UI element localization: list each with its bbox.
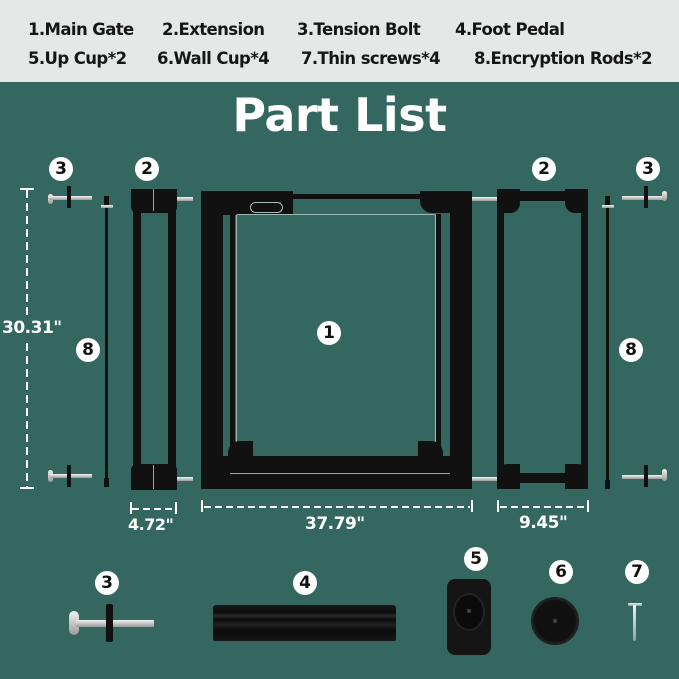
badge-encryption-rod: 8 xyxy=(76,338,100,362)
badge-up-cup: 5 xyxy=(464,547,488,571)
legend-item-extension: 2.Extension xyxy=(162,20,265,39)
badge-thin-screw: 7 xyxy=(625,560,649,584)
wall-cup-icon xyxy=(531,597,579,645)
gate-handle-slot xyxy=(250,202,283,213)
dimension-tick xyxy=(20,188,34,190)
gate-width-label: 37.79" xyxy=(305,514,365,534)
foot-pedal-icon xyxy=(213,605,396,641)
page-title: Part List xyxy=(232,88,447,142)
parts-legend-header: 1.Main Gate 2.Extension 3.Tension Bolt 4… xyxy=(0,0,679,82)
badge-tension-bolt: 3 xyxy=(95,571,119,595)
dimension-line xyxy=(26,190,28,315)
badge-encryption-rod: 8 xyxy=(619,338,643,362)
legend-item-thin-screws: 7.Thin screws*4 xyxy=(301,49,441,68)
legend-item-encryption-rods: 8.Encryption Rods*2 xyxy=(474,49,653,68)
dimension-tick xyxy=(20,487,34,489)
large-extension-width-label: 9.45" xyxy=(519,513,568,533)
badge-tension-bolt: 3 xyxy=(636,157,660,181)
legend-item-wall-cup: 6.Wall Cup*4 xyxy=(157,49,270,68)
small-extension-width-label: 4.72" xyxy=(128,515,174,534)
legend-item-up-cup: 5.Up Cup*2 xyxy=(28,49,127,68)
height-label: 30.31" xyxy=(2,318,62,338)
legend-item-tension-bolt: 3.Tension Bolt xyxy=(297,20,421,39)
legend-item-main-gate: 1.Main Gate xyxy=(28,20,134,39)
badge-wall-cup: 6 xyxy=(549,560,573,584)
badge-main-gate: 1 xyxy=(317,321,341,345)
badge-tension-bolt: 3 xyxy=(49,157,73,181)
dimension-line xyxy=(26,343,28,488)
badge-extension: 2 xyxy=(135,157,159,181)
badge-foot-pedal: 4 xyxy=(293,571,317,595)
up-cup-icon xyxy=(447,579,491,655)
badge-extension: 2 xyxy=(532,157,556,181)
legend-item-foot-pedal: 4.Foot Pedal xyxy=(455,20,565,39)
